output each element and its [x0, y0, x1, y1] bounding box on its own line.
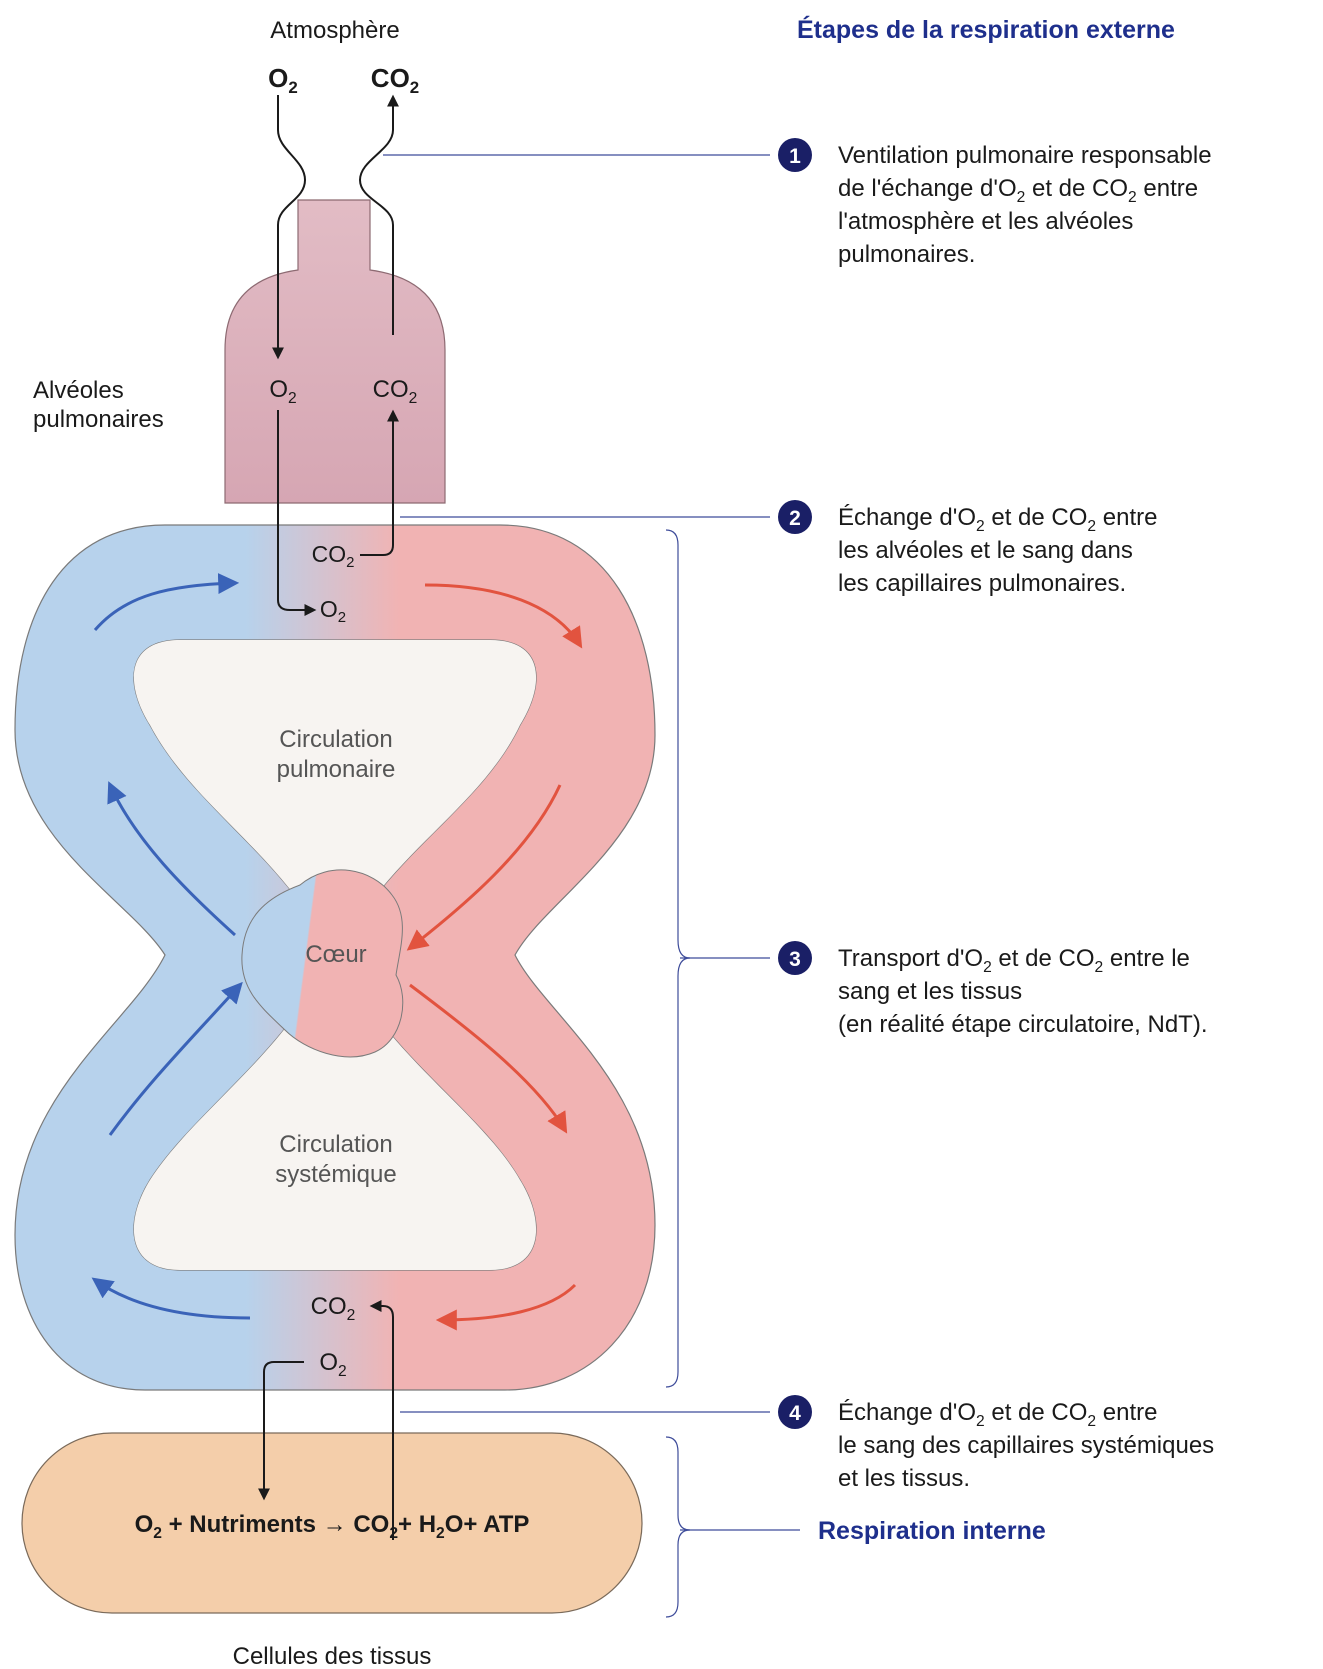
- flow-arrow-blue-bottom: [91, 1277, 251, 1320]
- heart-label: Cœur: [305, 941, 366, 968]
- o2-to-blood-arrow: [277, 410, 317, 616]
- brace-circulation: [665, 529, 691, 1388]
- steps-heading: Étapes de la respiration externe: [797, 15, 1175, 44]
- step-4: 4 Échange d'O2 et de CO2 entre le sang d…: [778, 1395, 1221, 1492]
- flow-arrow-blue-upper-left: [107, 781, 237, 937]
- flow-arrow-red-upper-right: [406, 784, 562, 951]
- internal-respiration-label: Respiration interne: [818, 1517, 1046, 1545]
- systemic-co2-label: CO2: [311, 1293, 356, 1324]
- step-3-number: 3: [789, 948, 801, 971]
- brace-internal: [665, 1436, 691, 1618]
- alveoli-co2-label: CO2: [373, 376, 418, 407]
- step-2-number: 2: [789, 507, 801, 530]
- co2-from-cells-arrow: [369, 1300, 394, 1540]
- alveoli-shape: [224, 199, 446, 504]
- connector-lines: [383, 154, 800, 1618]
- tissue-cells-shape: [21, 1432, 643, 1614]
- step-1: 1 Ventilation pulmonaire responsable de …: [778, 138, 1218, 268]
- blood-flow-arrows: [91, 573, 583, 1331]
- step-1-number: 1: [789, 145, 801, 168]
- atmosphere-co2-label: CO2: [371, 63, 419, 97]
- pulmonary-co2-label: CO2: [312, 541, 355, 571]
- cell-equation: O2 + Nutriments → CO2+ H2O+ ATP: [135, 1511, 530, 1542]
- flow-arrow-blue-lower-left: [108, 981, 243, 1136]
- gas-exchange-arrows: [258, 94, 399, 1540]
- flow-arrow-red-top: [424, 583, 583, 649]
- pulmonary-loop-interior: [133, 640, 537, 955]
- co2-exhale-arrow: [358, 94, 399, 335]
- step-2: 2 Échange d'O2 et de CO2 entre les alvéo…: [778, 500, 1164, 597]
- alveoli-o2-label: O2: [269, 376, 296, 407]
- systemic-o2-label: O2: [319, 1349, 346, 1380]
- systemic-loop-interior: [133, 955, 537, 1270]
- step-3-text: Transport d'O2 et de CO2 entre le sang e…: [838, 945, 1208, 1038]
- step-4-number: 4: [789, 1402, 801, 1425]
- heart: [241, 869, 404, 1058]
- step-3: 3 Transport d'O2 et de CO2 entre le sang…: [778, 941, 1208, 1038]
- flow-arrow-red-bottom: [435, 1283, 577, 1331]
- o2-inhale-arrow: [272, 95, 307, 360]
- step-3-badge: [778, 941, 812, 975]
- step-4-text: Échange d'O2 et de CO2 entre le sang des…: [838, 1399, 1221, 1492]
- o2-to-cells-arrow: [258, 1361, 304, 1501]
- step-4-badge: [778, 1395, 812, 1429]
- pulmonary-o2-label: O2: [320, 596, 346, 626]
- step-1-text: Ventilation pulmonaire responsable de l'…: [838, 142, 1218, 268]
- step-2-badge: [778, 500, 812, 534]
- co2-to-alveoli-arrow: [360, 409, 399, 556]
- atmosphere-o2-label: O2: [268, 63, 298, 97]
- atmosphere-label: Atmosphère: [270, 17, 399, 44]
- flow-arrow-blue-top: [93, 573, 240, 631]
- step-1-badge: [778, 138, 812, 172]
- step-2-text: Échange d'O2 et de CO2 entre les alvéole…: [838, 504, 1164, 597]
- tissue-cells-label: Cellules des tissus: [233, 1643, 432, 1669]
- flow-arrow-red-lower-right: [409, 983, 568, 1134]
